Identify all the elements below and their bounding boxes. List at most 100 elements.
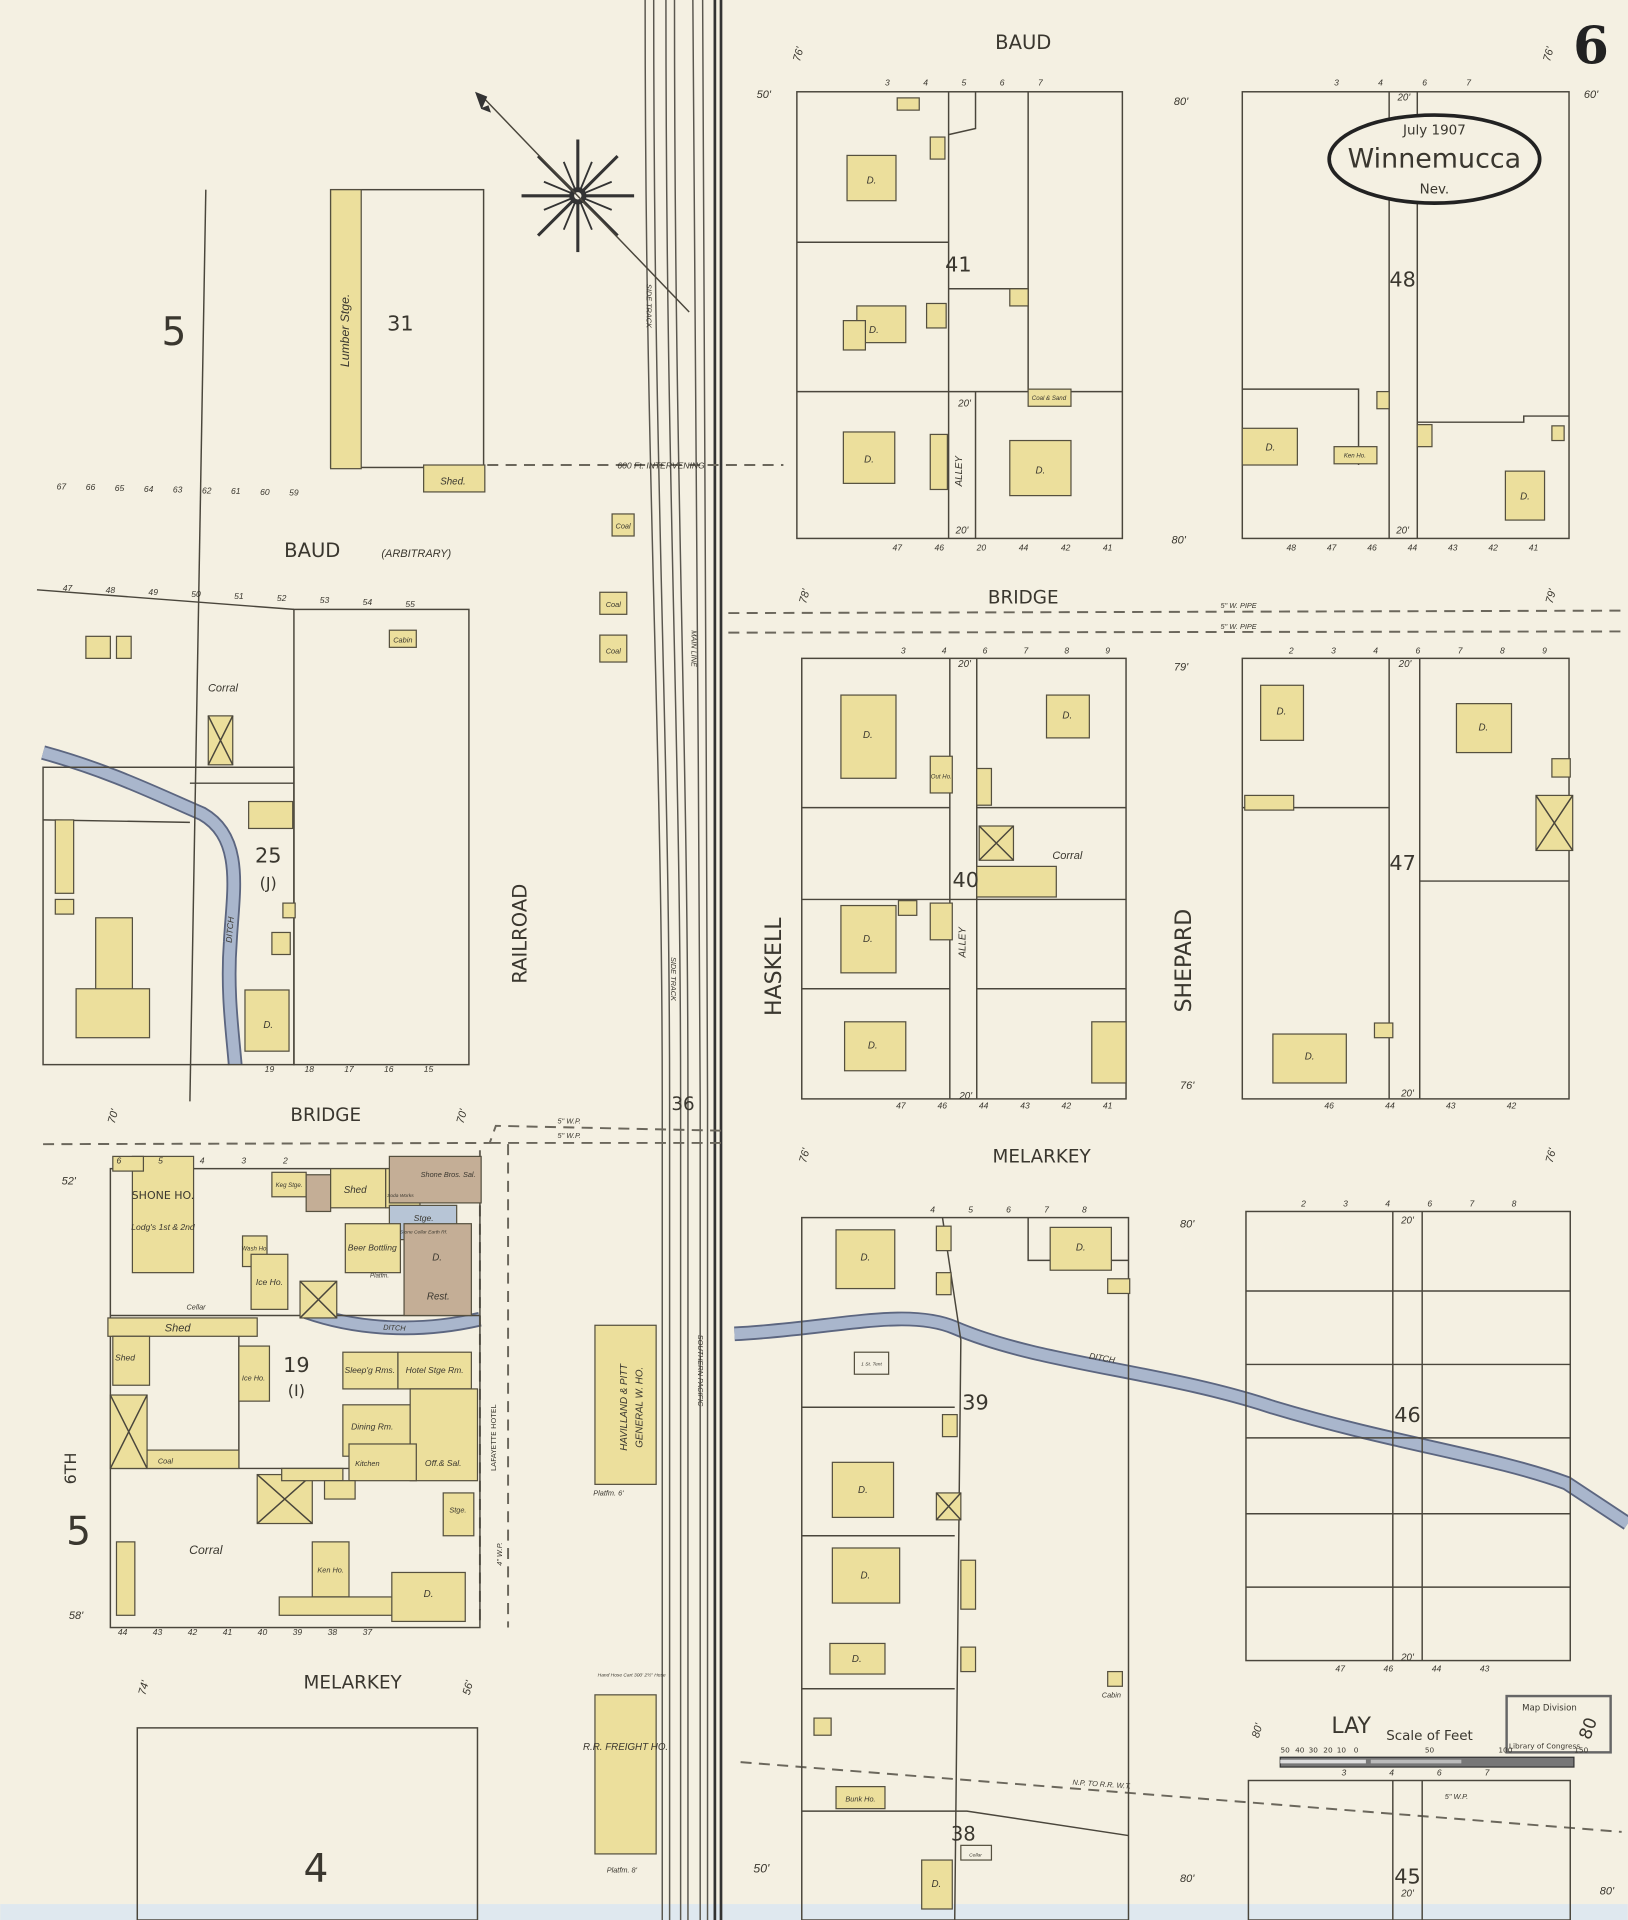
building <box>1260 684 1305 741</box>
building-label: Stone Cellar Earth Rf. <box>400 1229 447 1235</box>
building-label: Kitchen <box>355 1459 379 1468</box>
lot-number: 4 <box>1378 78 1383 88</box>
building-label: Bunk Ho. <box>845 1794 875 1803</box>
street-melarkey-left: MELARKEY <box>304 1673 403 1694</box>
building-label: Platfm. 8' <box>607 1865 638 1874</box>
building <box>594 1694 657 1855</box>
lot-number: 5 <box>962 78 967 88</box>
lot-number: 66 <box>86 482 96 492</box>
lot-number: 47 <box>1335 1664 1346 1674</box>
building-label: Platfm. 6' <box>593 1488 624 1497</box>
building <box>112 1335 151 1386</box>
lot-line <box>948 91 977 136</box>
building <box>344 1223 401 1274</box>
building <box>250 1253 289 1310</box>
lot-number: 43 <box>1480 1664 1490 1674</box>
building <box>842 320 867 351</box>
lot-number: 3 <box>901 645 906 655</box>
building <box>1373 1022 1394 1039</box>
block-number: 48 <box>1389 267 1415 291</box>
building <box>388 1155 482 1204</box>
building <box>1091 1021 1127 1084</box>
pipe-line <box>43 1124 723 1146</box>
lot-number: 6 <box>1422 78 1427 88</box>
building <box>831 1461 895 1519</box>
crossed-marker <box>299 1280 338 1319</box>
block-outline <box>801 1216 1130 1920</box>
building-label: D. <box>1520 491 1530 502</box>
block-number: (J) <box>260 873 277 892</box>
dimension: 20' <box>958 1091 973 1102</box>
crossed-marker <box>256 1474 313 1525</box>
lot-number: 8 <box>1064 645 1069 655</box>
lot-number: 43 <box>1446 1101 1456 1111</box>
lot-number: 7 <box>1469 1199 1475 1209</box>
note: DITCH <box>1088 1351 1116 1366</box>
fleur-de-lis-icon <box>475 91 491 113</box>
building <box>976 767 993 806</box>
lot-number: 44 <box>979 1101 989 1111</box>
lot-number: 6 <box>983 645 988 655</box>
building-label: Coal <box>158 1457 173 1466</box>
scale-tick: 50 <box>1425 1745 1435 1754</box>
sheet-number: 6 <box>1573 17 1609 77</box>
pipe-line <box>740 1761 1622 1833</box>
note: MAIN LINE <box>690 630 699 667</box>
lot-number: 7 <box>1466 78 1472 88</box>
lot-number: 2 <box>1300 1199 1306 1209</box>
lot-number: 4 <box>942 645 947 655</box>
building <box>1241 427 1298 466</box>
lot-number: 4 <box>1385 1199 1390 1209</box>
building-label: Wash Ho. <box>241 1246 268 1253</box>
building <box>248 800 294 830</box>
lot-number: 48 <box>106 585 116 595</box>
building <box>831 1547 901 1604</box>
dimension: 80' <box>1174 96 1189 108</box>
lot-number: 6 <box>1006 1205 1011 1215</box>
lot-number: 65 <box>115 483 125 493</box>
block-number: 25 <box>255 844 281 868</box>
street-bridge: BRIDGE <box>988 587 1059 608</box>
lot-number: 4 <box>923 78 928 88</box>
lot-number: 55 <box>405 599 415 609</box>
dimension: 56' <box>461 1679 477 1697</box>
dimension: 50' <box>753 1861 770 1875</box>
building-label: Off.& Sal. <box>425 1458 462 1468</box>
scan-edge <box>0 1904 1628 1920</box>
building-label: Coal <box>606 600 621 609</box>
block-outline <box>1241 657 1570 1100</box>
lot-number: 20 <box>976 543 987 553</box>
building-label: Cellar <box>186 1302 206 1311</box>
lot-number: 43 <box>1020 1101 1030 1111</box>
lot-number: 67 <box>57 481 68 491</box>
street-baud: BAUD <box>995 31 1051 54</box>
track-rail <box>673 0 689 1920</box>
lot-line <box>36 589 294 611</box>
building <box>599 591 628 615</box>
building <box>929 902 953 941</box>
building <box>95 917 134 992</box>
lot-number: 47 <box>1327 543 1338 553</box>
stamp-text: Library of Congress <box>1509 1742 1580 1751</box>
building <box>388 629 417 648</box>
building <box>1009 439 1072 497</box>
lot-number: 46 <box>935 543 945 553</box>
scale-title: Scale of Feet <box>1386 1729 1473 1744</box>
lot-number: 59 <box>289 488 299 498</box>
lot-number: 53 <box>320 595 330 605</box>
lot-number: 7 <box>1485 1768 1491 1778</box>
building <box>925 302 947 329</box>
street-baud-left: BAUD <box>284 539 340 562</box>
building <box>281 1467 344 1482</box>
lot-number: 6 <box>117 1156 122 1166</box>
building-label: Keg Stge. <box>276 1182 303 1189</box>
lot-number: 3 <box>885 78 890 88</box>
dimension: 79' <box>1544 587 1560 605</box>
lot-number: 3 <box>1343 1199 1348 1209</box>
building-label: D. <box>864 455 874 466</box>
building <box>1027 388 1072 407</box>
title-state: Nev. <box>1420 182 1450 197</box>
crossed-marker <box>1535 795 1574 851</box>
